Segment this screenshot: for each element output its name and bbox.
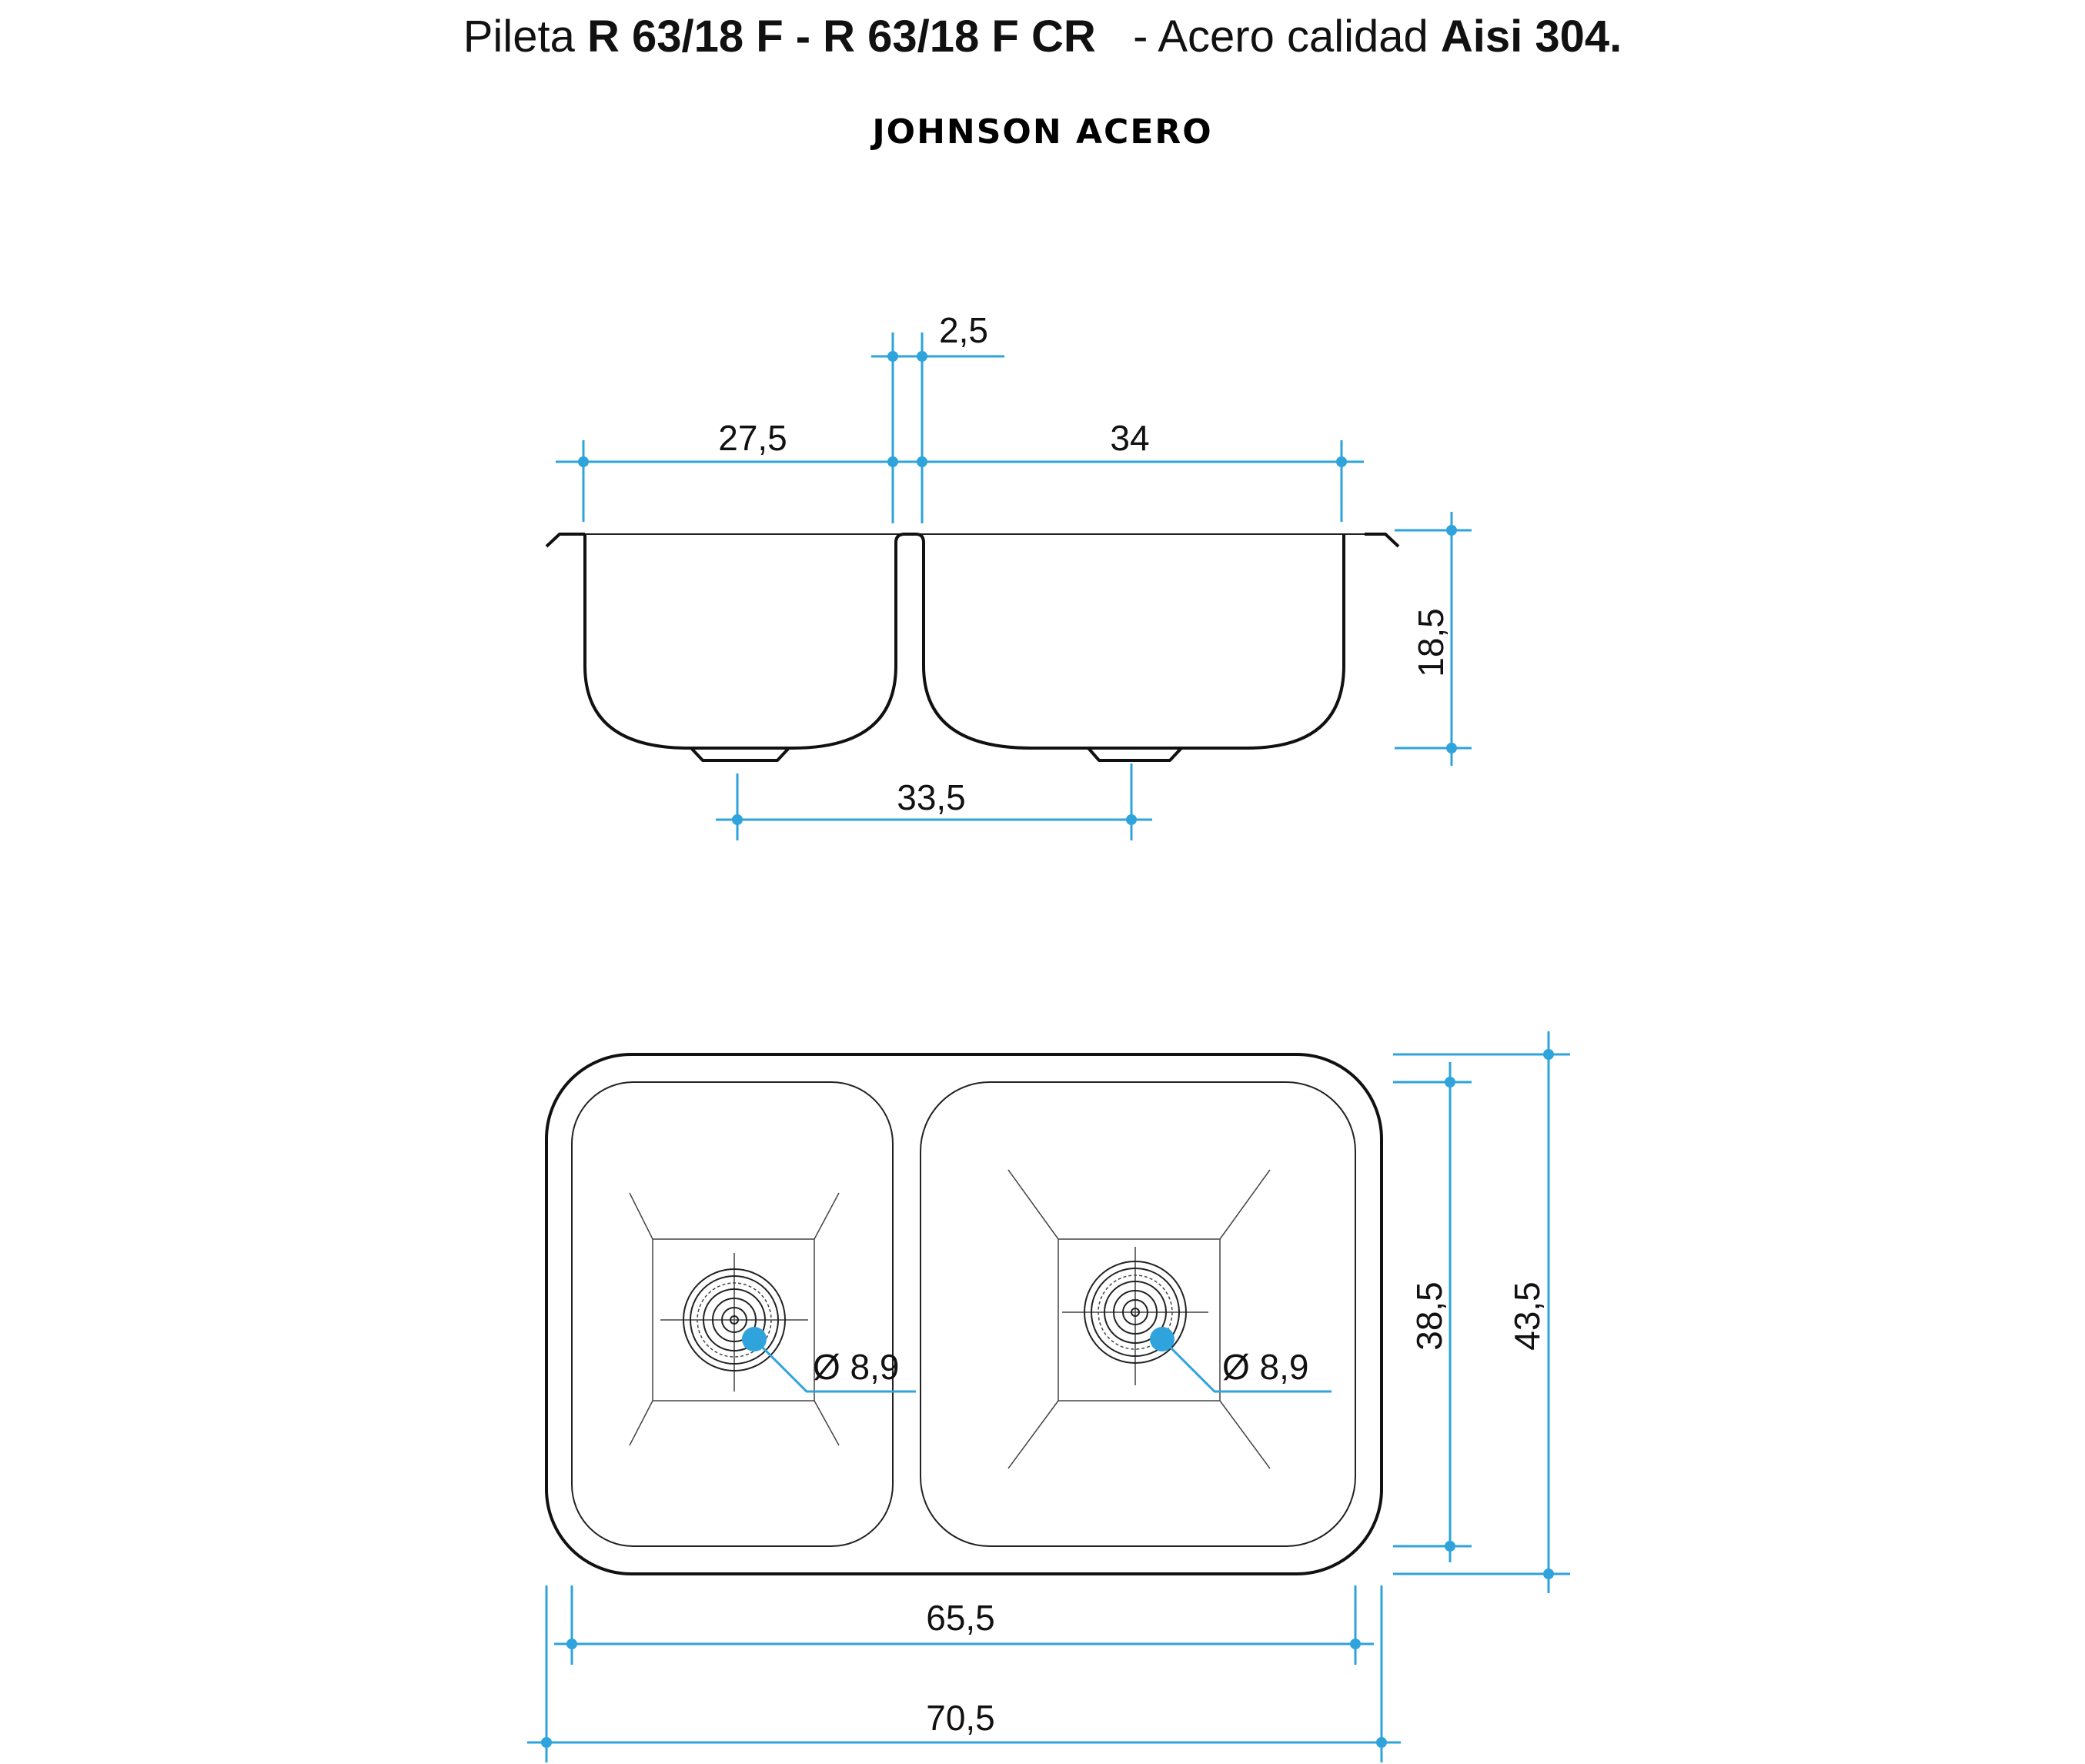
sink-outer-rim — [545, 1053, 1383, 1575]
dim-drain-right-label: Ø 8,9 — [1222, 1347, 1309, 1387]
right-drain-bump — [1087, 747, 1183, 762]
dim-inner-depth-label: 38,5 — [1409, 1281, 1449, 1351]
dim-right-bowl-width-label: 34 — [1110, 418, 1149, 458]
dim-drain-spacing-label: 33,5 — [897, 777, 966, 817]
left-drain-icon — [660, 1253, 808, 1391]
top-view: Ø 8,9 Ø 8,9 38,5 43,5 — [527, 1031, 1570, 1762]
right-bowl-profile — [912, 533, 1345, 750]
left-flange — [545, 533, 585, 548]
left-drain-bump — [690, 747, 790, 762]
page-title: Pileta R 63/18 F - R 63/18 F CR - Acero … — [0, 11, 2085, 62]
right-flange — [1365, 533, 1400, 548]
dim-outer-depth: 43,5 — [1393, 1031, 1570, 1593]
dim-divider-gap-label: 2,5 — [939, 310, 988, 350]
title-models: R 63/18 F - R 63/18 F CR — [586, 12, 1096, 62]
dim-inner-depth: 38,5 — [1393, 1062, 1472, 1562]
right-bowl-slopes — [1007, 1169, 1271, 1469]
title-material: Aisi 304. — [1440, 12, 1622, 62]
title-prefix: Pileta — [463, 12, 587, 62]
title-middle: - Acero calidad — [1095, 12, 1441, 62]
dim-inner-width: 65,5 — [554, 1585, 1374, 1665]
left-bowl-slopes — [629, 1192, 840, 1446]
side-view: 2,5 27,5 34 18,5 — [545, 310, 1472, 840]
dim-depth: 18,5 — [1395, 512, 1472, 766]
dim-drain-left: Ø 8,9 — [742, 1327, 916, 1393]
right-drain-icon — [1062, 1247, 1208, 1385]
dim-outer-depth-label: 43,5 — [1507, 1281, 1547, 1351]
right-bowl — [920, 1081, 1356, 1547]
dim-drain-right: Ø 8,9 — [1150, 1327, 1332, 1393]
left-bowl-profile — [583, 533, 912, 750]
dim-left-bowl-width-label: 27,5 — [718, 418, 787, 458]
dim-drain-left-label: Ø 8,9 — [813, 1347, 900, 1387]
dim-divider-gap: 2,5 — [871, 310, 1004, 523]
dim-inner-width-label: 65,5 — [926, 1598, 995, 1638]
dim-depth-label: 18,5 — [1411, 608, 1451, 677]
left-bowl — [571, 1081, 894, 1547]
dim-outer-width: 70,5 — [527, 1585, 1401, 1762]
dim-bowl-widths: 27,5 34 — [556, 418, 1364, 522]
dim-drain-spacing: 33,5 — [716, 763, 1152, 840]
brand-name: JOHNSON ACERO — [872, 112, 1213, 152]
dim-outer-width-label: 70,5 — [926, 1698, 995, 1738]
